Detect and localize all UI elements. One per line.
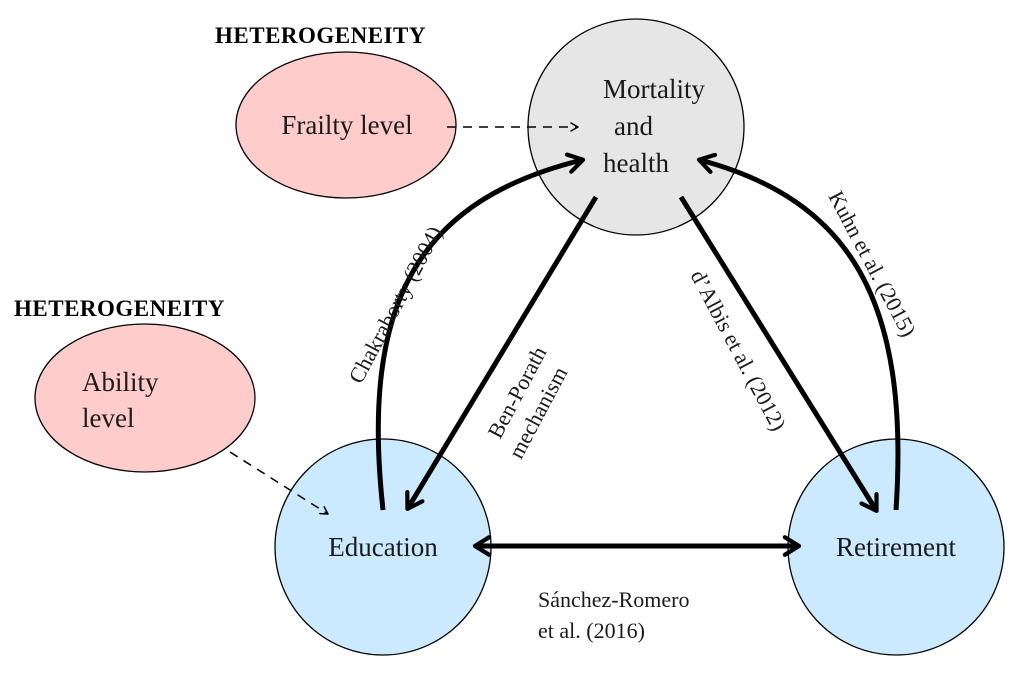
sanchez-romero-label-line1: Sánchez-Romero — [538, 587, 690, 612]
dalbis-arrow — [678, 195, 879, 514]
mortality-node: Mortality and health — [527, 18, 745, 236]
heterogeneity-heading-top: HETEROGENEITY — [215, 23, 426, 48]
ben-porath-arrow — [405, 195, 599, 512]
sanchez-romero-label-line2: et al. (2016) — [538, 618, 645, 643]
mortality-label-line3: health — [603, 148, 669, 178]
frailty-node: Frailty level — [235, 51, 457, 199]
chakraborty-label: Chakraborty (2004) — [343, 222, 447, 387]
chakraborty-arrow — [375, 152, 586, 511]
frailty-label: Frailty level — [281, 110, 412, 140]
ability-node: Ability level — [34, 323, 256, 473]
heterogeneity-heading-left: HETEROGENEITY — [14, 296, 225, 321]
education-node: Education — [274, 438, 492, 656]
frailty-ellipse — [235, 51, 457, 199]
ability-ellipse — [34, 323, 256, 473]
ability-label-line2: level — [82, 403, 134, 433]
mortality-label-line2: and — [614, 111, 653, 141]
education-label: Education — [328, 532, 438, 562]
kuhn-label: Kuhn et al. (2015) — [824, 187, 922, 341]
retirement-label: Retirement — [836, 532, 956, 562]
ben-porath-label: Ben-Porath mechanism — [482, 342, 572, 462]
kuhn-arrow — [696, 152, 901, 511]
ability-label-line1: Ability — [82, 367, 159, 397]
ability-to-education-arrow — [229, 451, 329, 515]
retirement-node: Retirement — [787, 438, 1005, 656]
mortality-label-line1: Mortality — [603, 74, 705, 104]
